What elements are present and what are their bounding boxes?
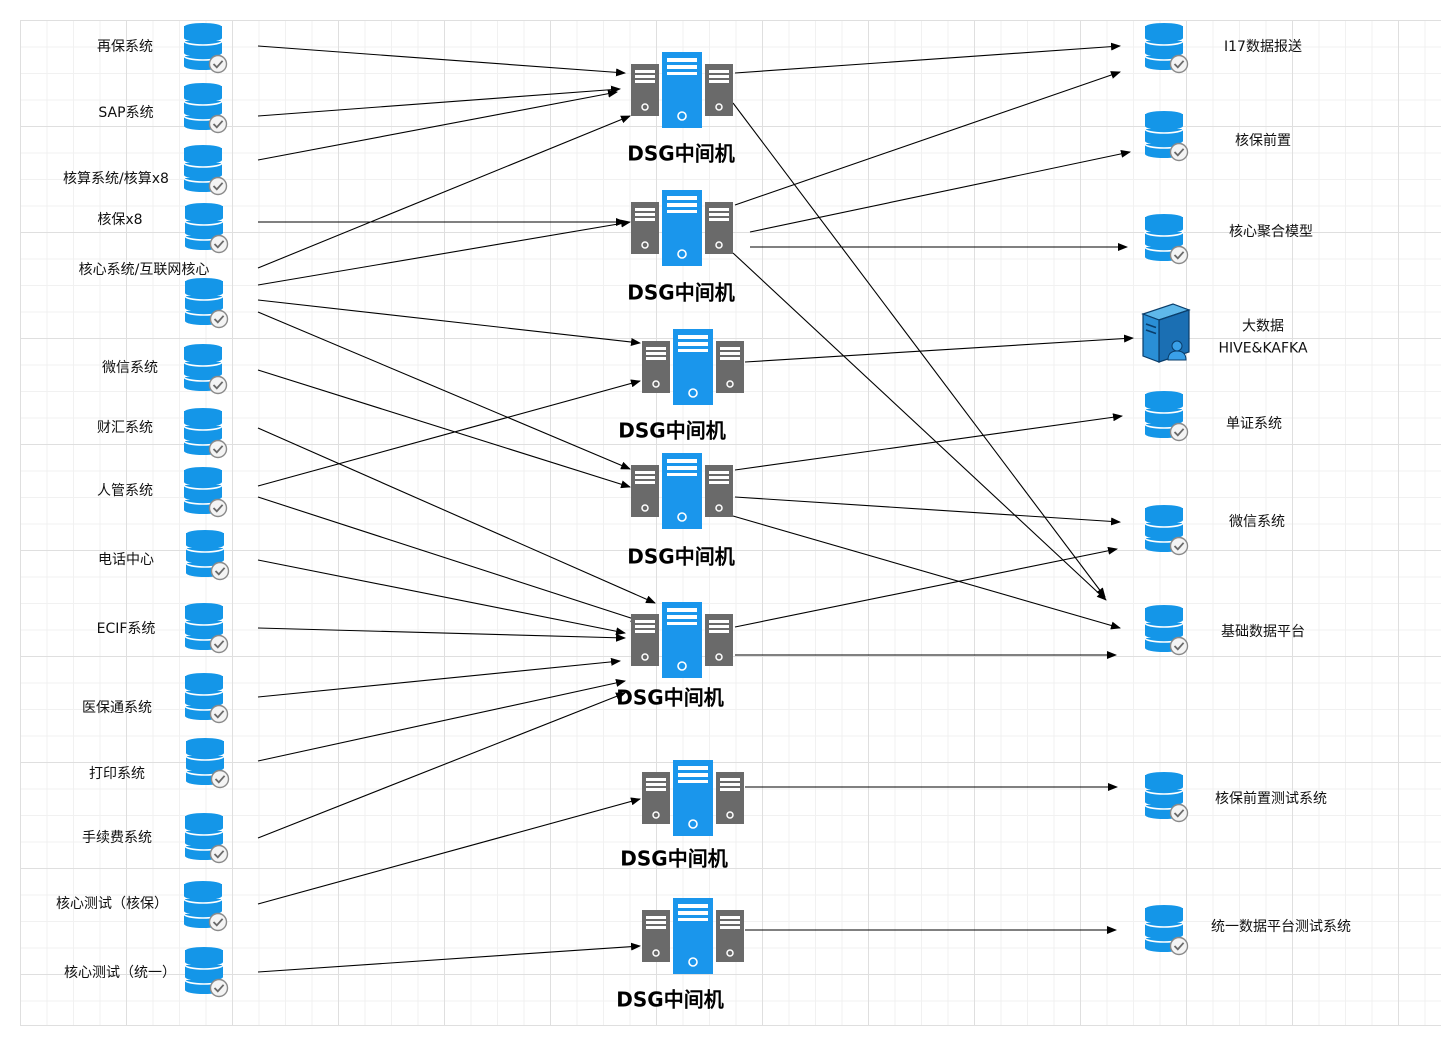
- source-s1-label: 再保系统: [97, 39, 153, 56]
- source-s7-database-icon: [182, 407, 228, 459]
- edge-s5-to-m3: [257, 299, 641, 346]
- edge-s8-to-m5: [257, 496, 641, 623]
- source-s11-label: 医保通系统: [82, 700, 152, 717]
- middleware-m6-server-icon: [642, 760, 744, 836]
- target-t6-database-icon: [1143, 504, 1189, 556]
- source-s12-label: 打印系统: [89, 766, 145, 783]
- middleware-m6-label: DSG中间机: [620, 846, 728, 871]
- target-t9-database-icon: [1143, 904, 1189, 956]
- target-t5-database-icon: [1143, 390, 1189, 442]
- edge-m1-to-t1: [734, 42, 1121, 74]
- edge-m5-to-t6: [734, 546, 1118, 628]
- target-t3-label: 核心聚合模型: [1229, 224, 1313, 241]
- target-t6-label: 微信系统: [1229, 514, 1285, 531]
- source-s10-label: ECIF系统: [96, 621, 156, 638]
- source-s14-database-icon: [182, 880, 228, 932]
- target-t3-database-icon: [1143, 213, 1189, 265]
- source-s6-database-icon: [182, 343, 228, 395]
- source-s15-database-icon: [183, 946, 229, 998]
- source-s1-database-icon: [182, 22, 228, 74]
- target-t1-label: I17数据报送: [1224, 39, 1302, 56]
- edge-s14-to-m6: [257, 797, 641, 905]
- edge-m1-to-t7: [732, 102, 1106, 598]
- source-s6-label: 微信系统: [102, 360, 158, 377]
- edge-m2-to-t1: [734, 71, 1121, 206]
- source-s9-database-icon: [184, 529, 230, 581]
- grid-background: [20, 20, 1441, 1026]
- edge-m3-to-t4: [744, 334, 1134, 363]
- target-t2-label: 核保前置: [1235, 133, 1291, 150]
- source-s13-label: 手续费系统: [82, 830, 152, 847]
- source-s7-label: 财汇系统: [97, 420, 153, 437]
- target-t5-label: 单证系统: [1226, 416, 1282, 433]
- source-s4-label: 核保x8: [97, 212, 143, 229]
- source-s5-database-icon: [183, 277, 229, 329]
- edge-s7-to-m5: [257, 427, 656, 604]
- source-s2-database-icon: [182, 82, 228, 134]
- source-s5-label: 核心系统/互联网核心: [78, 262, 210, 279]
- edge-s9-to-m5: [257, 559, 626, 636]
- middleware-m4-server-icon: [631, 453, 733, 529]
- target-t7-database-icon: [1143, 604, 1189, 656]
- source-s10-database-icon: [183, 602, 229, 654]
- middleware-m3-server-icon: [642, 329, 744, 405]
- target-t2-database-icon: [1143, 110, 1189, 162]
- source-s3-database-icon: [182, 144, 228, 196]
- source-s8-label: 人管系统: [97, 483, 153, 500]
- source-s12-database-icon: [184, 737, 230, 789]
- edge-s13-to-m5: [257, 692, 626, 839]
- edge-s8-to-m3: [257, 379, 641, 487]
- edge-m4-to-t7: [732, 515, 1121, 630]
- source-s3-label: 核算系统/核算x8: [63, 171, 169, 188]
- source-s13-database-icon: [183, 812, 229, 864]
- middleware-m7-server-icon: [642, 898, 744, 974]
- middleware-m2-label: DSG中间机: [627, 280, 735, 305]
- edge-m4-to-t5: [734, 413, 1123, 471]
- edge-m4-to-t6: [734, 496, 1121, 526]
- target-t8-label: 核保前置测试系统: [1215, 791, 1327, 808]
- edge-s1-to-m1: [257, 45, 626, 77]
- source-s9-label: 电话中心: [98, 552, 154, 569]
- source-s11-database-icon: [183, 672, 229, 724]
- source-s4-database-icon: [183, 202, 229, 254]
- edge-s5-to-m1: [257, 115, 631, 269]
- edge-s6-to-m4: [257, 369, 631, 489]
- middleware-m5-server-icon: [631, 602, 733, 678]
- middleware-m1-server-icon: [631, 52, 733, 128]
- edge-s12-to-m5: [257, 679, 626, 762]
- middleware-m3-label: DSG中间机: [618, 418, 726, 443]
- edge-s5-to-m2: [257, 219, 631, 286]
- source-s14-label: 核心测试（核保）: [56, 896, 168, 913]
- edge-s2-to-m1: [257, 85, 621, 117]
- target-t7-label: 基础数据平台: [1221, 624, 1305, 641]
- edge-m2-to-t2: [749, 149, 1131, 233]
- middleware-m1-label: DSG中间机: [627, 141, 735, 166]
- target-t1-database-icon: [1143, 22, 1189, 74]
- edge-s5-to-m4: [257, 311, 631, 470]
- middleware-m5-label: DSG中间机: [616, 685, 724, 710]
- target-t4-big-data-server-icon: [1139, 298, 1193, 364]
- source-s15-label: 核心测试（统一）: [64, 965, 176, 982]
- source-s2-label: SAP系统: [98, 105, 154, 122]
- middleware-m4-label: DSG中间机: [627, 544, 735, 569]
- edge-m2-to-t7: [732, 252, 1107, 601]
- edge-s11-to-m5: [257, 657, 621, 698]
- edge-s15-to-m7: [257, 942, 641, 973]
- middleware-m2-server-icon: [631, 190, 733, 266]
- middleware-m7-label: DSG中间机: [616, 987, 724, 1012]
- target-t8-database-icon: [1143, 771, 1189, 823]
- edge-s3-to-m1: [257, 89, 618, 161]
- edge-s10-to-m5: [257, 627, 626, 642]
- target-t9-label: 统一数据平台测试系统: [1211, 919, 1351, 936]
- source-s8-database-icon: [182, 466, 228, 518]
